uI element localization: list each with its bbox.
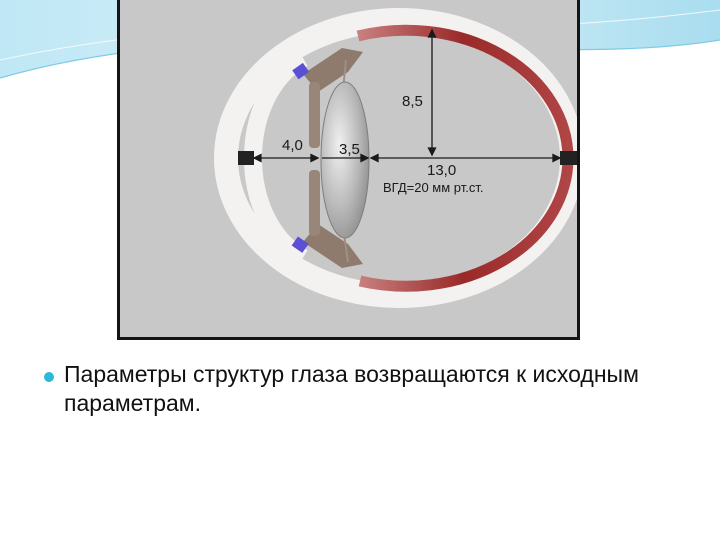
lens [320, 81, 370, 239]
ciliary-body-upper [303, 48, 363, 92]
caption-text: Параметры структур глаза возвращаются к … [64, 361, 639, 416]
label-anterior-chamber-depth: 4,0 [282, 137, 303, 154]
limbus-marker-upper [292, 62, 310, 80]
label-iop: ВГД=20 мм рт.ст. [383, 180, 484, 195]
iris-upper [309, 82, 320, 148]
limbus-marker-lower [291, 236, 309, 253]
eye-cross-section [214, 8, 577, 308]
iris-lower [309, 170, 320, 236]
slide-caption: Параметры структур глаза возвращаются к … [44, 360, 664, 418]
axis-marker-anterior [238, 151, 254, 165]
axis-marker-posterior [560, 151, 577, 165]
bullet-icon [44, 372, 54, 382]
label-lens-thickness: 3,5 [339, 141, 360, 158]
label-vitreous-depth: 8,5 [402, 93, 423, 110]
eye-diagram: 8,5 4,0 3,5 13,0 ВГД=20 мм рт.ст. [117, 0, 580, 340]
label-axial-length: 13,0 [427, 162, 457, 179]
